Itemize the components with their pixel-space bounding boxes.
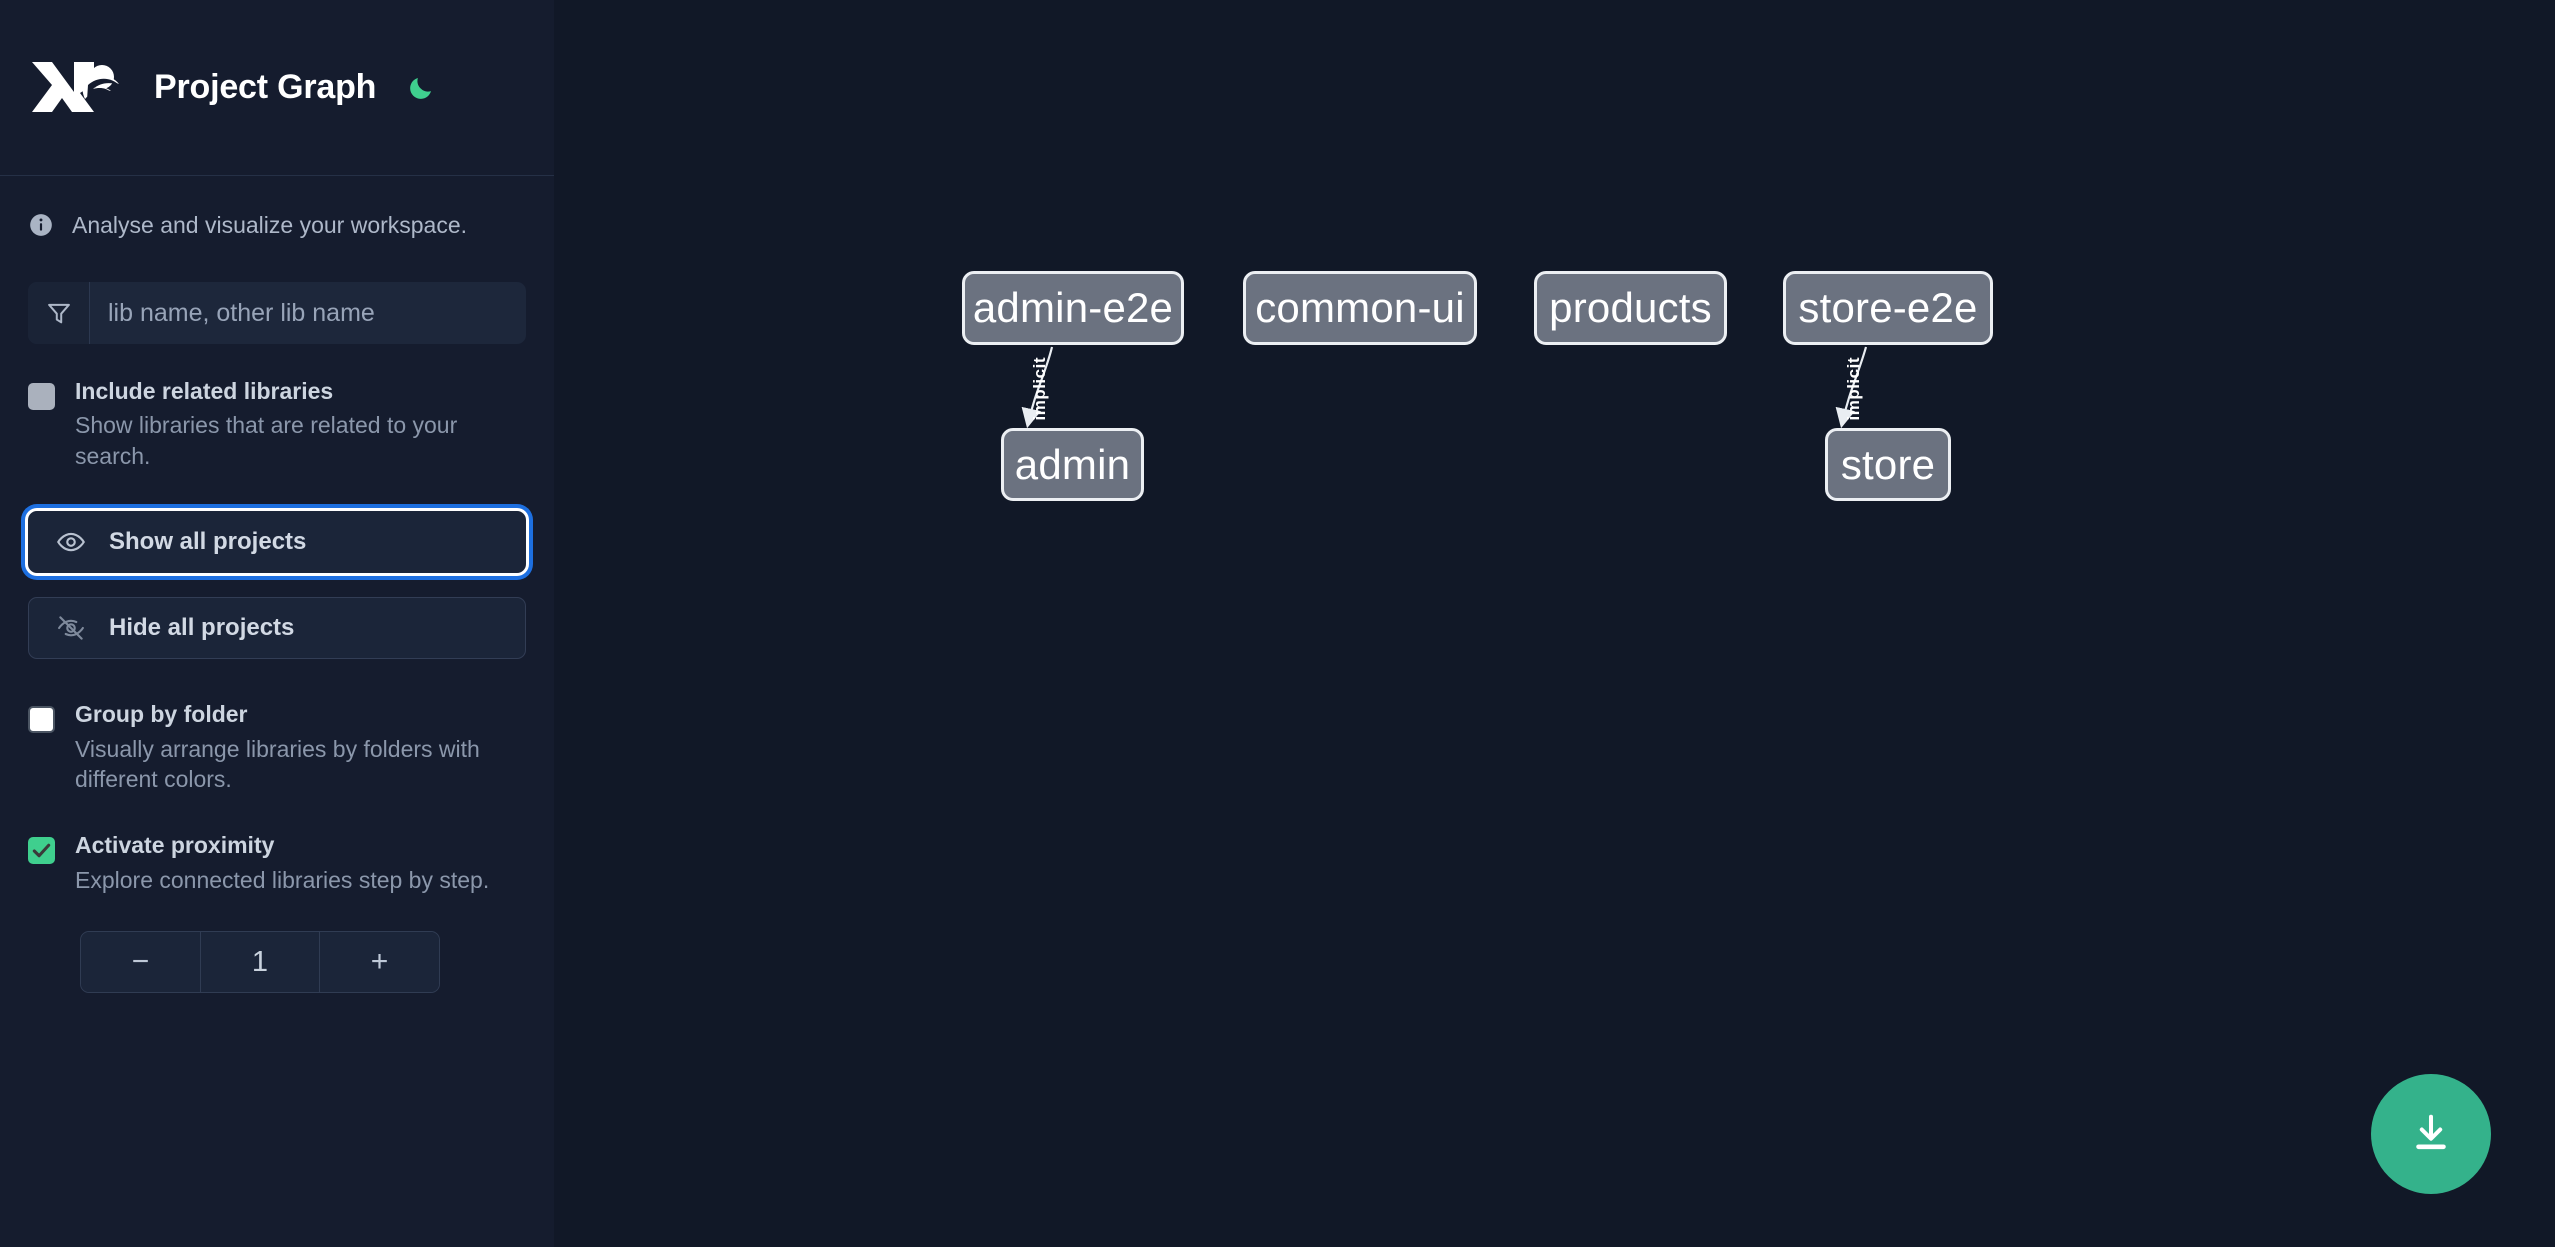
option-include-related-libraries[interactable]: Include related libraries Show libraries… [28, 378, 526, 471]
proximity-value: 1 [251, 945, 269, 978]
include-related-libraries-checkbox[interactable] [28, 383, 55, 410]
proximity-increment-button[interactable]: + [319, 932, 439, 993]
download-icon [2408, 1110, 2454, 1159]
hide-all-projects-label: Hide all projects [109, 614, 295, 642]
group-by-folder-description: Visually arrange libraries by folders wi… [75, 735, 480, 792]
workspace-info-text: Analyse and visualize your workspace. [72, 211, 468, 238]
activate-proximity-label: Activate proximity [75, 832, 275, 859]
graph-node-store-e2e[interactable]: store-e2e [1783, 271, 1993, 345]
hide-all-projects-button[interactable]: Hide all projects [28, 597, 526, 660]
option-group-by-folder[interactable]: Group by folder Visually arrange librari… [28, 701, 526, 794]
proximity-decrement-button[interactable]: − [81, 932, 201, 993]
app-title: Project Graph [154, 68, 377, 106]
sidebar: Project Graph Analyse and visualize your… [0, 0, 554, 1247]
graph-node-label: store-e2e [1798, 284, 1978, 331]
graph-node-products[interactable]: products [1534, 271, 1727, 345]
workspace-info: Analyse and visualize your workspace. [0, 176, 554, 274]
project-visibility-buttons: Show all projects Hide all projects [28, 511, 526, 660]
include-related-libraries-label: Include related libraries [75, 378, 334, 404]
graph-node-label: admin [1014, 440, 1131, 488]
group-by-folder-checkbox[interactable] [28, 706, 55, 734]
eye-off-icon [55, 612, 87, 644]
graph-edge-label-admin: implicit [1030, 357, 1049, 421]
search-input[interactable] [90, 282, 526, 344]
graph-node-label: common-ui [1255, 284, 1465, 331]
show-all-projects-button[interactable]: Show all projects [28, 511, 526, 574]
graph-node-admin[interactable]: admin [1001, 428, 1144, 501]
graph-node-label: products [1549, 284, 1712, 331]
proximity-stepper: − 1 + [80, 931, 440, 994]
eye-icon [55, 526, 87, 558]
include-related-libraries-description: Show libraries that are related to your … [75, 412, 458, 469]
graph-node-common-ui[interactable]: common-ui [1243, 271, 1477, 345]
graph-node-label: admin-e2e [972, 284, 1174, 331]
sidebar-body: Include related libraries Show libraries… [0, 282, 554, 994]
info-icon [28, 212, 54, 238]
activate-proximity-description: Explore connected libraries step by step… [75, 866, 490, 893]
moon-icon[interactable] [402, 69, 440, 107]
funnel-icon [28, 282, 90, 344]
download-image-button[interactable] [2371, 1074, 2491, 1194]
group-by-folder-label: Group by folder [75, 701, 248, 728]
graph-node-label: store [1840, 440, 1936, 488]
activate-proximity-checkbox[interactable] [28, 837, 55, 865]
show-all-projects-label: Show all projects [109, 528, 307, 556]
graph-edges [1021, 346, 1868, 429]
project-graph-canvas[interactable]: admin-e2e common-ui products store-e2e a… [554, 0, 2555, 1247]
graph-edge-label-store: implicit [1844, 357, 1863, 421]
nx-logo-icon [28, 54, 126, 122]
button-gap [28, 573, 526, 597]
graph-node-store[interactable]: store [1825, 428, 1951, 501]
sidebar-header: Project Graph [0, 0, 554, 176]
filter-box[interactable] [28, 282, 526, 344]
option-activate-proximity[interactable]: Activate proximity Explore connected lib… [28, 832, 526, 895]
graph-node-admin-e2e[interactable]: admin-e2e [962, 271, 1184, 345]
